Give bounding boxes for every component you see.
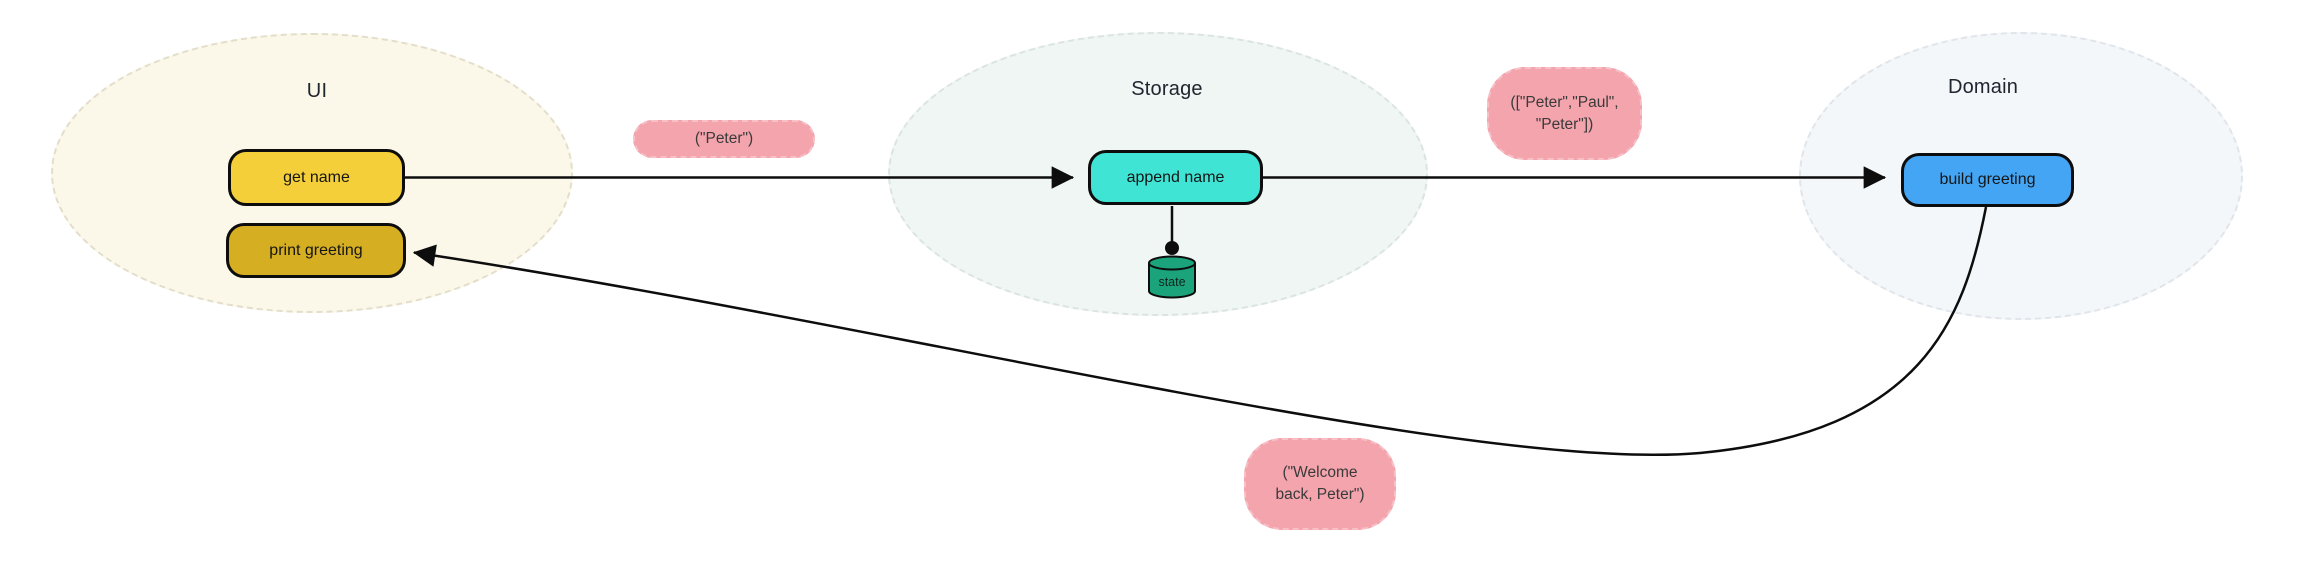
node-build-greeting: build greeting (1901, 153, 2074, 207)
edge-label-names-list-line1: (["Peter","Paul", (1510, 93, 1619, 111)
edge-label-names-list-line2: "Peter"]) (1535, 115, 1594, 133)
edge-label-peter: ("Peter") (633, 120, 815, 158)
node-get-name: get name (228, 149, 405, 206)
node-append-name: append name (1088, 150, 1263, 205)
ui-group-title: UI (306, 80, 328, 102)
print-greeting-label: print greeting (269, 241, 363, 259)
domain-group-title: Domain (1947, 76, 2019, 98)
storage-group-title: Storage (1131, 78, 1203, 100)
edge-state-dot (1165, 241, 1179, 255)
edge-label-welcome-line2: back, Peter") (1275, 486, 1365, 503)
edge-label-peter-text: ("Peter") (694, 130, 754, 147)
state-node-label: state (1158, 275, 1185, 289)
edge-build-greeting-to-print-greeting (412, 206, 1988, 457)
edge-label-names-list: (["Peter","Paul", "Peter"]) (1487, 67, 1642, 160)
state-cylinder-top (1148, 255, 1196, 271)
edge-label-welcome: ("Welcome back, Peter") (1244, 438, 1396, 530)
node-print-greeting: print greeting (226, 223, 406, 278)
get-name-label: get name (283, 168, 350, 186)
append-name-label: append name (1126, 168, 1225, 186)
edge-label-welcome-line1: ("Welcome (1282, 464, 1358, 481)
state-cylinder-body (1148, 263, 1196, 299)
node-state-cylinder: state (1148, 255, 1196, 299)
build-greeting-label: build greeting (1939, 171, 2036, 188)
